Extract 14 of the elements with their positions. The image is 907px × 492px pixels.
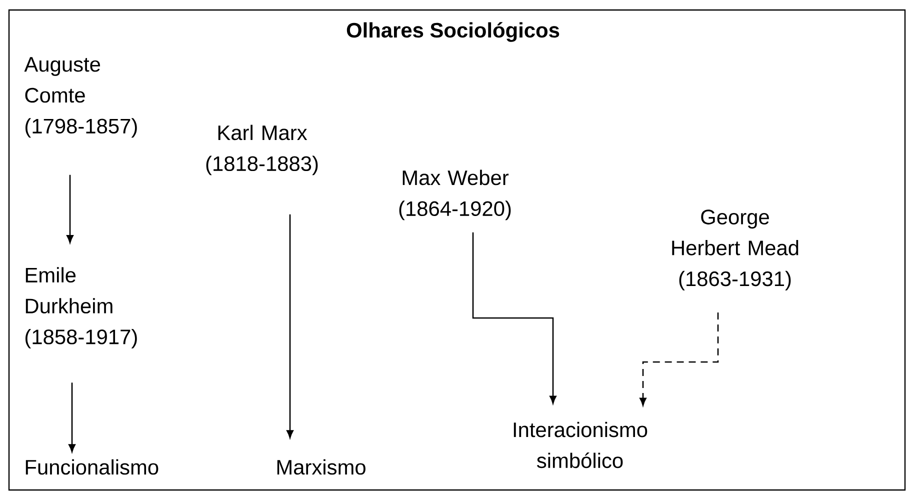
arrow bbox=[472, 232, 556, 404]
person-label: Emile Durkheim (1858-1917) bbox=[26, 267, 137, 348]
person-label: Karl Marx (1818-1883) bbox=[206, 124, 318, 176]
theory-label: Marxismo bbox=[277, 459, 366, 475]
theory-label: Interacionismo simbólico bbox=[514, 422, 648, 468]
arrow bbox=[286, 214, 294, 438]
diagram-title: Olhares Sociológicos bbox=[346, 22, 560, 42]
person-label: George Herbert Mead (1863-1931) bbox=[672, 210, 798, 290]
person-label: Max Weber (1864-1920) bbox=[399, 170, 511, 220]
arrow bbox=[68, 382, 76, 452]
arrow bbox=[66, 174, 74, 244]
person-label: Auguste Comte (1798-1857) bbox=[24, 57, 137, 138]
arrow bbox=[640, 312, 719, 406]
theory-label: Funcionalismo bbox=[26, 459, 158, 475]
